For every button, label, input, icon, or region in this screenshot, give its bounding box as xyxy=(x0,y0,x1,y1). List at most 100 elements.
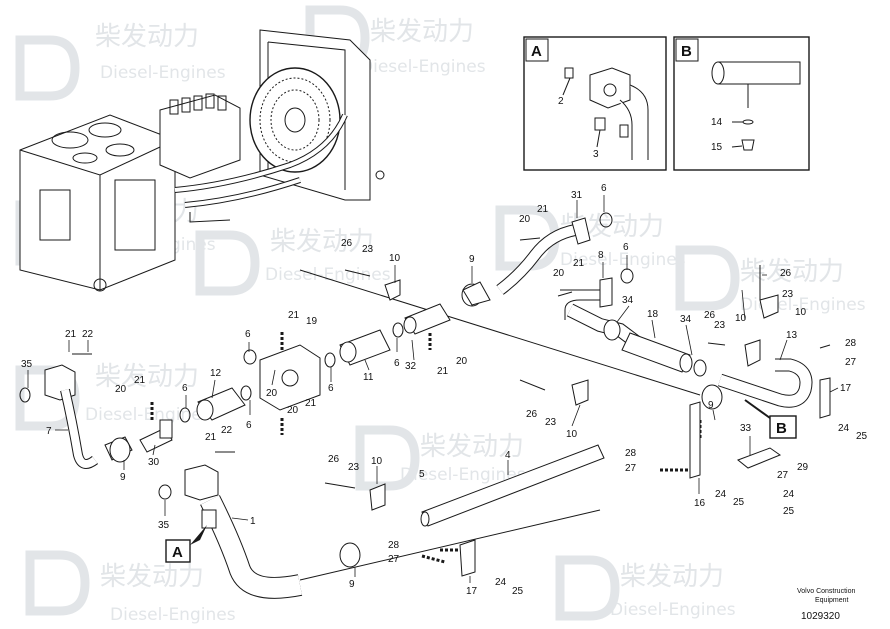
part-number-22: 22 xyxy=(82,329,94,340)
part-number-3: 3 xyxy=(593,149,599,160)
detail-view-b-label: B xyxy=(681,43,692,60)
leader-lines xyxy=(27,195,839,583)
part-number-23: 23 xyxy=(348,462,360,473)
watermark-en-1: Diesel-Engines xyxy=(100,63,226,83)
part-number-26: 26 xyxy=(526,409,538,420)
part-number-17: 17 xyxy=(466,586,478,597)
part-number-20: 20 xyxy=(519,214,531,225)
watermark-logo-7: 柴发动力 Diesel-Engines xyxy=(355,425,526,491)
part-number-2: 2 xyxy=(558,96,564,107)
watermark-en-5: Diesel-Engines xyxy=(560,250,686,270)
part-number-28: 28 xyxy=(388,540,400,551)
part-number-25: 25 xyxy=(733,497,745,508)
watermark-en-9: Diesel-Engines xyxy=(110,605,236,625)
part-number-35: 35 xyxy=(21,359,33,370)
part-number-26: 26 xyxy=(328,454,340,465)
detail-view-a-label-box xyxy=(525,38,549,62)
part-number-27: 27 xyxy=(625,463,637,474)
watermark-cn-7: 柴发动力 xyxy=(420,432,524,462)
part-number-9: 9 xyxy=(349,579,355,590)
part-number-24: 24 xyxy=(715,489,727,500)
part-number-4: 4 xyxy=(505,450,511,461)
part-number-7: 7 xyxy=(46,426,52,437)
part-number-26: 26 xyxy=(704,310,716,321)
part-number-21: 21 xyxy=(205,432,217,443)
part-number-24: 24 xyxy=(838,423,850,434)
part-number-21: 21 xyxy=(288,310,300,321)
watermark-cn-2: 柴发动力 xyxy=(370,17,474,47)
part-number-6: 6 xyxy=(246,420,252,431)
part-number-24: 24 xyxy=(783,489,795,500)
part-number-17: 17 xyxy=(840,383,852,394)
watermark-cn-4: 柴发动力 xyxy=(270,227,374,257)
part-number-35: 35 xyxy=(158,520,170,531)
part-number-18: 18 xyxy=(647,309,659,320)
detail-view-b: B 14 15 xyxy=(673,36,810,171)
part-number-23: 23 xyxy=(714,320,726,331)
part-number-34: 34 xyxy=(680,314,692,325)
part-number-33: 33 xyxy=(740,423,752,434)
watermark-cn-9: 柴发动力 xyxy=(100,562,204,592)
part-number-24: 24 xyxy=(495,577,507,588)
detail-view-a: A 2 3 xyxy=(523,36,667,171)
part-number-10: 10 xyxy=(795,307,807,318)
part-number-26: 26 xyxy=(341,238,353,249)
part-number-22: 22 xyxy=(221,425,233,436)
part-number-6: 6 xyxy=(623,242,629,253)
part-number-29: 29 xyxy=(797,462,809,473)
part-number-21: 21 xyxy=(305,398,317,409)
part-number-21: 21 xyxy=(437,366,449,377)
part-number-25: 25 xyxy=(783,506,795,517)
detail-b-pipe xyxy=(711,61,801,151)
part-number-25: 25 xyxy=(512,586,524,597)
part-number-6: 6 xyxy=(601,183,607,194)
footer-company-line2: Equipment xyxy=(815,597,849,604)
watermark-en-10: Diesel-Engines xyxy=(610,600,736,620)
watermark-en-2: Diesel-Engines xyxy=(360,57,486,77)
part-number-21: 21 xyxy=(537,204,549,215)
detail-view-a-label: A xyxy=(531,43,542,60)
callout-a-box xyxy=(165,539,191,563)
part-number-6: 6 xyxy=(328,383,334,394)
part-number-19: 19 xyxy=(306,316,318,327)
part-number-26: 26 xyxy=(780,268,792,279)
part-number-labels: 21 22 35 7 9 30 20 21 6 12 6 6 20 21 19 … xyxy=(21,183,868,597)
part-number-10: 10 xyxy=(566,429,578,440)
part-number-23: 23 xyxy=(782,289,794,300)
part-number-9: 9 xyxy=(469,254,475,265)
callout-a-label: A xyxy=(172,544,183,561)
part-number-9: 9 xyxy=(708,400,714,411)
part-number-20: 20 xyxy=(115,384,127,395)
part-number-16: 16 xyxy=(694,498,706,509)
watermark-en-7: Diesel-Engines xyxy=(400,465,526,485)
piping-parts xyxy=(19,212,831,599)
part-number-21: 21 xyxy=(65,329,77,340)
callout-b-box xyxy=(769,415,797,439)
footer-block: Volvo Construction Equipment 1029320 xyxy=(797,588,855,622)
watermark-logo-1: 柴发动力 Diesel-Engines xyxy=(15,22,226,101)
part-number-20: 20 xyxy=(553,268,565,279)
watermark-en-4: Diesel-Engines xyxy=(265,265,391,285)
detail-view-b-label-box xyxy=(675,38,699,62)
footer-company-line1: Volvo Construction xyxy=(797,588,855,595)
callout-a: A xyxy=(165,525,207,563)
part-number-21: 21 xyxy=(573,258,585,269)
callout-b: B xyxy=(744,399,797,439)
footer-drawing-number: 1029320 xyxy=(801,611,840,622)
part-number-21: 21 xyxy=(134,375,146,386)
part-number-10: 10 xyxy=(371,456,383,467)
watermark-en-6: Diesel-Engines xyxy=(85,405,211,425)
part-number-27: 27 xyxy=(388,554,400,565)
part-number-6: 6 xyxy=(245,329,251,340)
part-number-20: 20 xyxy=(456,356,468,367)
part-number-12: 12 xyxy=(210,368,222,379)
callout-a-arrow xyxy=(190,525,207,545)
part-number-30: 30 xyxy=(148,457,160,468)
watermark-cn-8: 柴发动力 xyxy=(740,257,844,287)
callout-b-leader xyxy=(744,399,771,419)
part-number-10: 10 xyxy=(389,253,401,264)
detail-a-fitting xyxy=(564,67,649,160)
watermark-cn-6: 柴发动力 xyxy=(95,362,199,392)
part-number-25: 25 xyxy=(856,431,868,442)
